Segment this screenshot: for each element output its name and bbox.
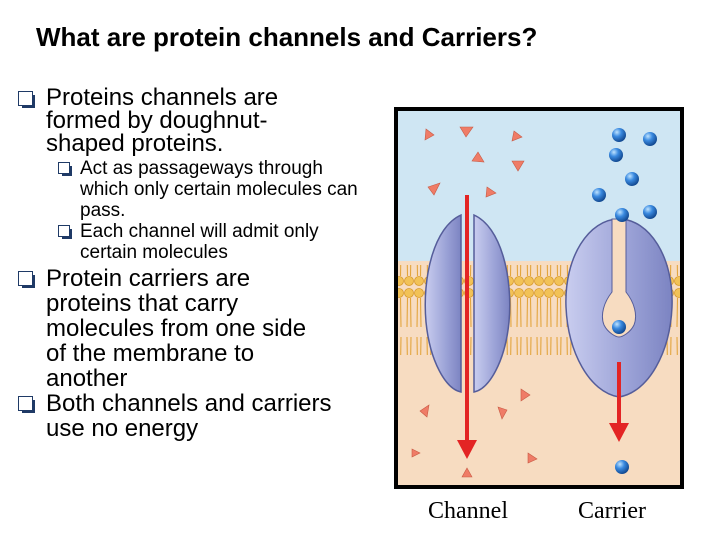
channel-caption: Channel xyxy=(428,498,508,524)
sub-bullet-passageways: Act as passageways through which only ce… xyxy=(58,158,388,221)
bullet-energy: Both channels and carriers use no energy xyxy=(18,391,388,441)
sub-bullet-admit: Each channel will admit only certain mol… xyxy=(58,221,388,263)
channel-protein xyxy=(424,213,511,393)
membrane-transport-figure xyxy=(394,107,684,489)
carrier-arrow xyxy=(609,362,629,442)
bullet-channels-text: Proteins channels are formed by doughnut… xyxy=(46,84,279,157)
carrier-protein xyxy=(565,218,673,398)
bullet-carriers: Protein carriers are proteins that carry… xyxy=(18,266,388,391)
sub-bullet-passageways-text: Act as passageways through which only ce… xyxy=(80,158,358,221)
bullet-list: Proteins channels are formed by doughnut… xyxy=(18,86,388,441)
checkbox-bullet-icon xyxy=(18,91,35,108)
checkbox-bullet-icon xyxy=(58,162,72,176)
channel-arrow xyxy=(457,195,477,459)
sub-bullet-admit-text: Each channel will admit only certain mol… xyxy=(80,221,319,263)
checkbox-bullet-icon xyxy=(58,225,72,239)
triangle-molecules xyxy=(411,126,538,478)
slide-title: What are protein channels and Carriers? xyxy=(36,22,538,52)
checkbox-bullet-icon xyxy=(18,271,35,288)
carrier-caption: Carrier xyxy=(578,498,646,524)
sphere-molecules xyxy=(592,128,657,474)
bullet-channels: Proteins channels are formed by doughnut… xyxy=(18,84,388,157)
bullet-energy-text: Both channels and carriers use no energy xyxy=(46,390,332,442)
checkbox-bullet-icon xyxy=(18,396,35,413)
bullet-carriers-text: Protein carriers are proteins that carry… xyxy=(46,265,307,392)
